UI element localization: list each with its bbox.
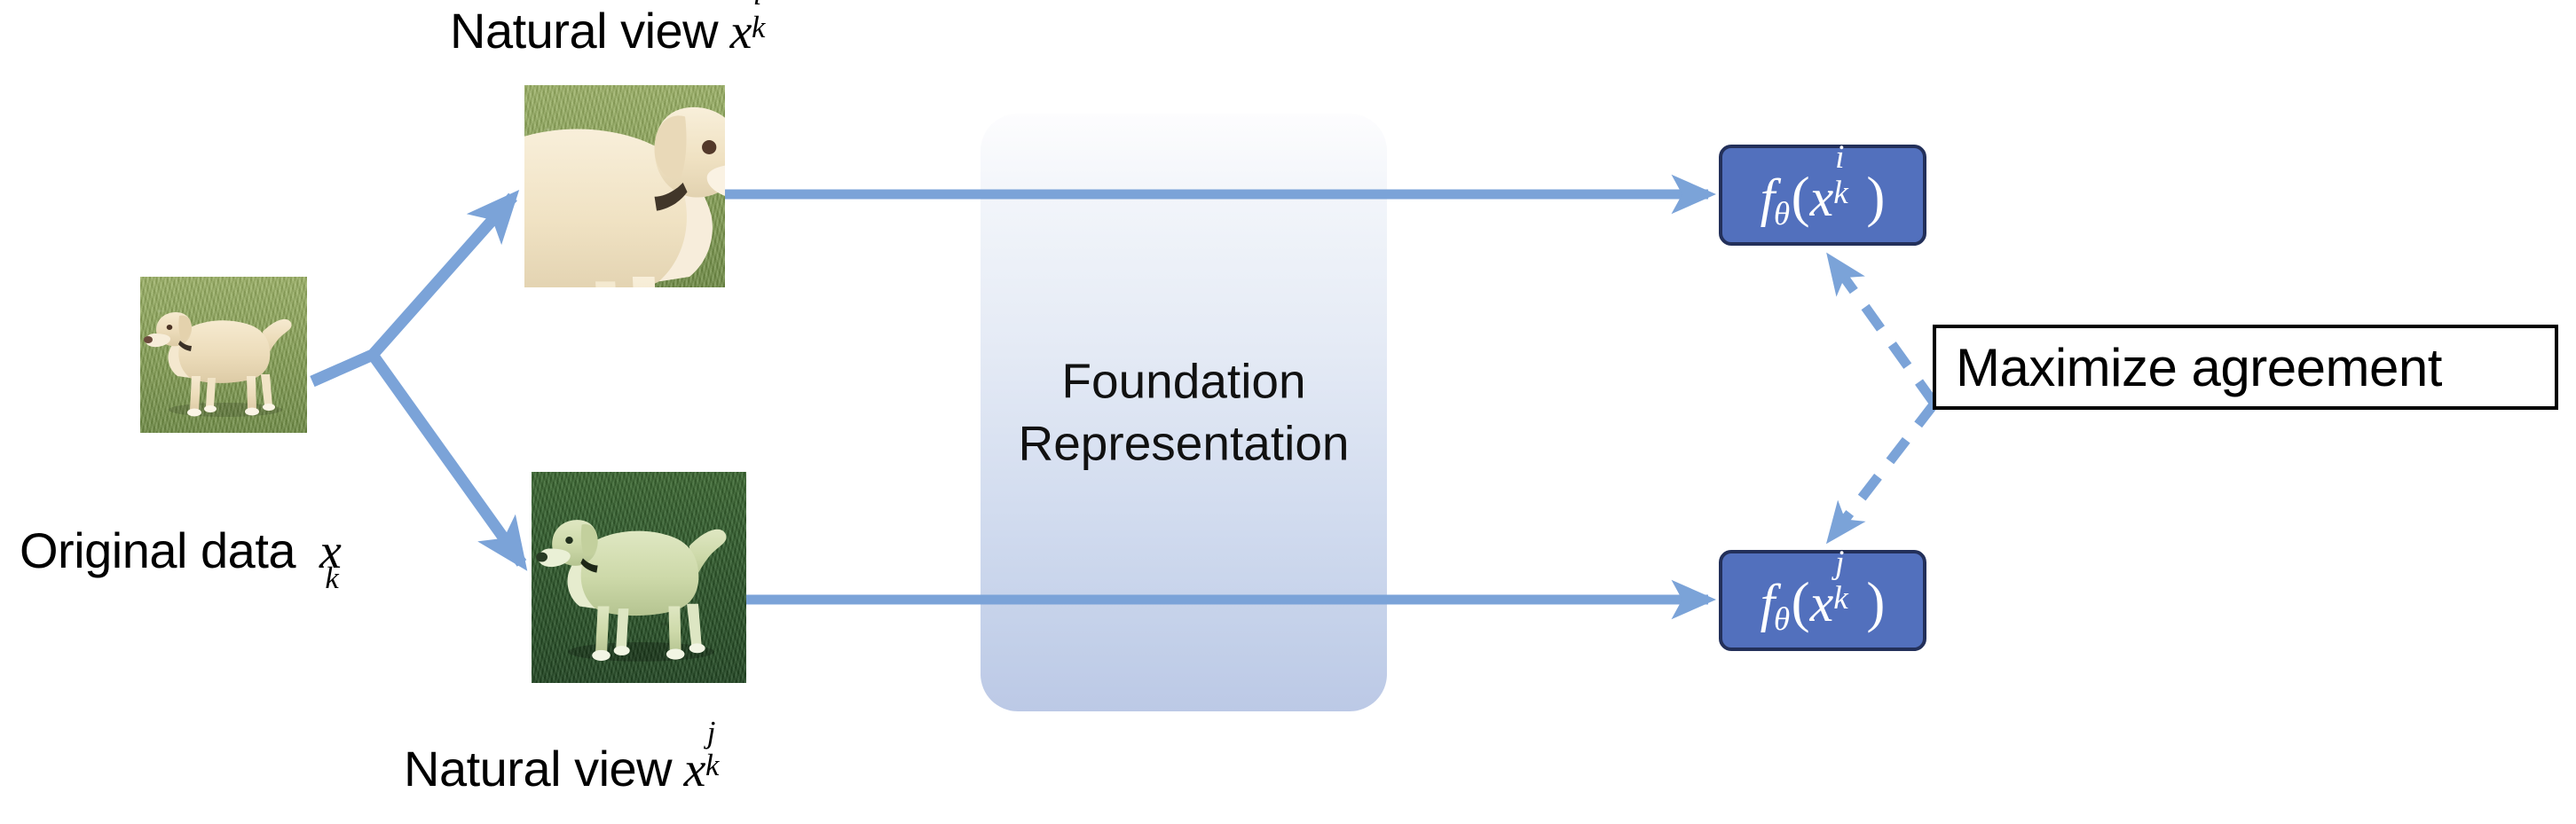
labrador-dog-illustration-cropped <box>524 85 725 287</box>
maximize-agreement-label: Maximize agreement <box>1956 337 2442 397</box>
natural-view-j-image <box>532 472 746 683</box>
labrador-dog-illustration-jittered <box>532 472 746 683</box>
labrador-dog-illustration <box>140 277 307 433</box>
original-data-label: Original data xk <box>20 524 354 595</box>
split-arrow-up <box>310 189 520 387</box>
natural-view-i-label: Natural view xik <box>450 0 783 59</box>
natural-view-i-image <box>524 85 725 287</box>
symbol-x-k: xk <box>319 524 342 595</box>
foundation-representation-label: Foundation Representation <box>1018 353 1350 471</box>
agreement-arrow-bottom <box>1825 400 1939 545</box>
agreement-arrow-top <box>1825 252 1939 407</box>
foundation-representation-panel: Foundation Representation <box>981 114 1387 711</box>
symbol-x-i-k: xik <box>729 0 766 59</box>
original-data-image <box>140 277 307 433</box>
maximize-agreement-box[interactable]: Maximize agreement <box>1933 325 2558 410</box>
